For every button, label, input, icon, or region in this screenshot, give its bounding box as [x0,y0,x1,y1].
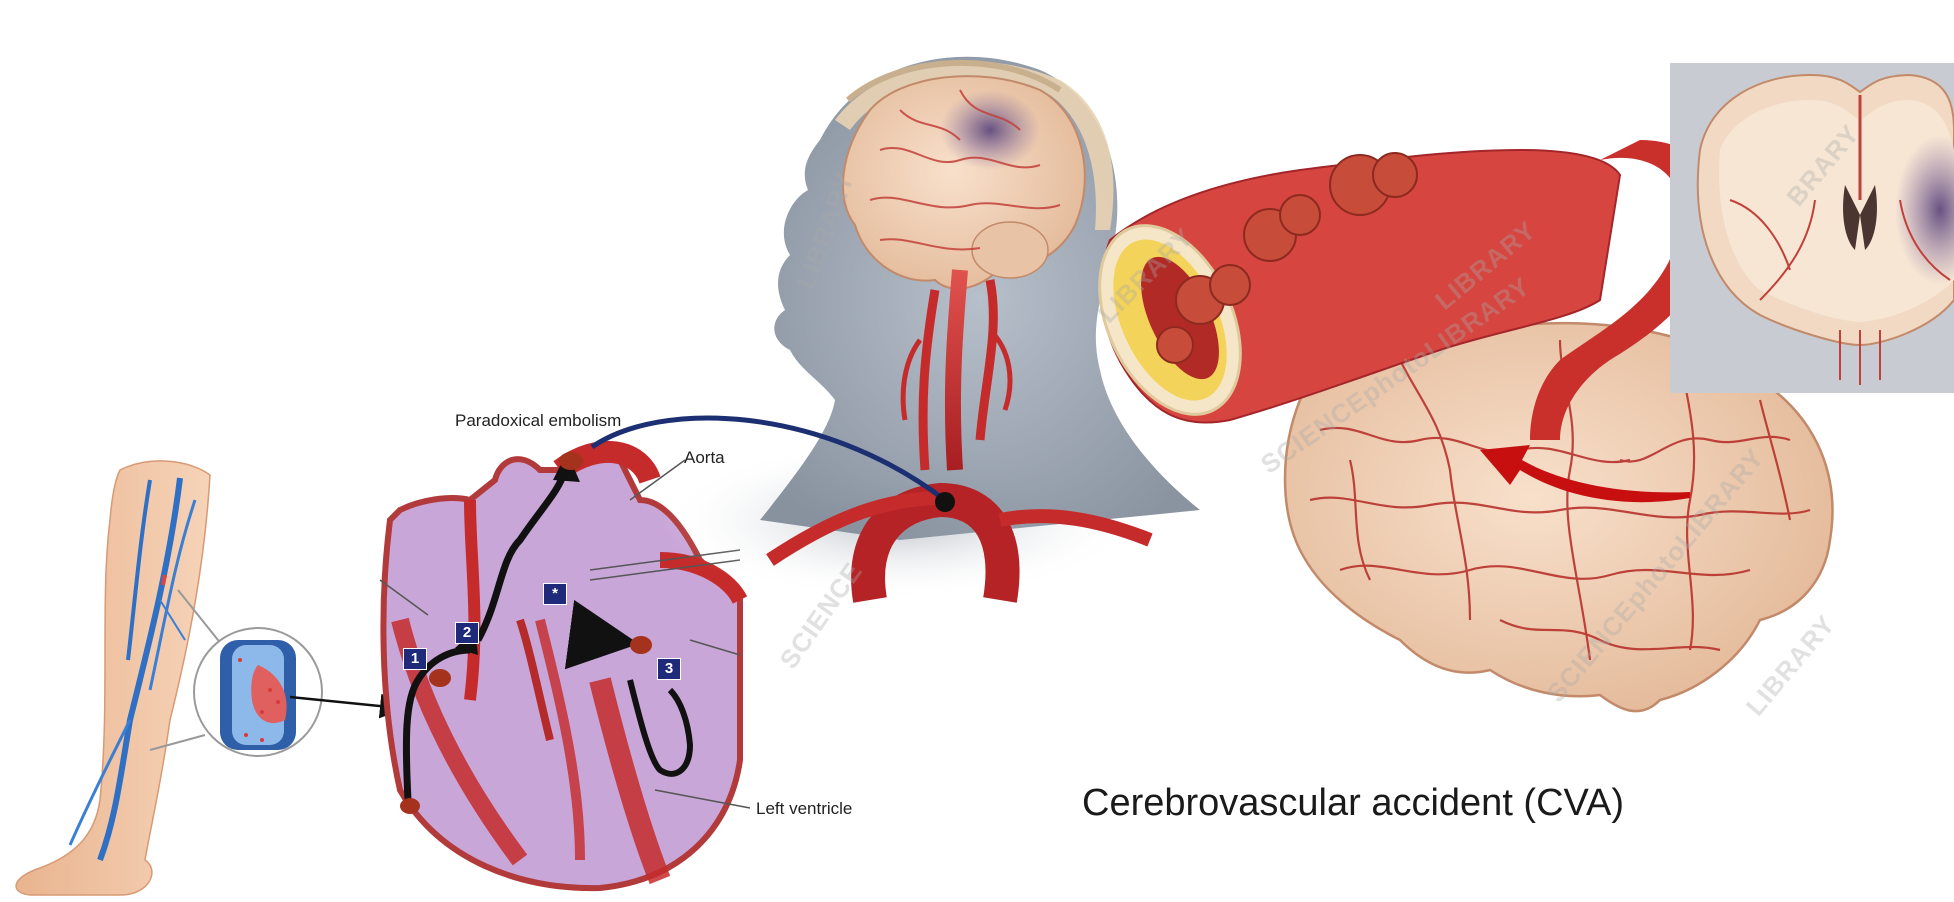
embolus-target-dot [935,492,955,512]
paradoxical-embolism-label: Paradoxical embolism [455,411,621,431]
brain-coronal-section [1670,63,1954,393]
aorta-label: Aorta [684,448,725,468]
cva-caption: Cerebrovascular accident (CVA) [1082,782,1624,825]
step-marker-3: 3 [657,658,681,680]
left-ventricle-label: Left ventricle [756,799,852,819]
step-marker-2: 2 [455,622,479,644]
step-marker-star: * [543,583,567,605]
leg-illustration [16,461,210,895]
vein-clot-magnifier-icon [194,628,322,756]
step-marker-1: 1 [403,648,427,670]
